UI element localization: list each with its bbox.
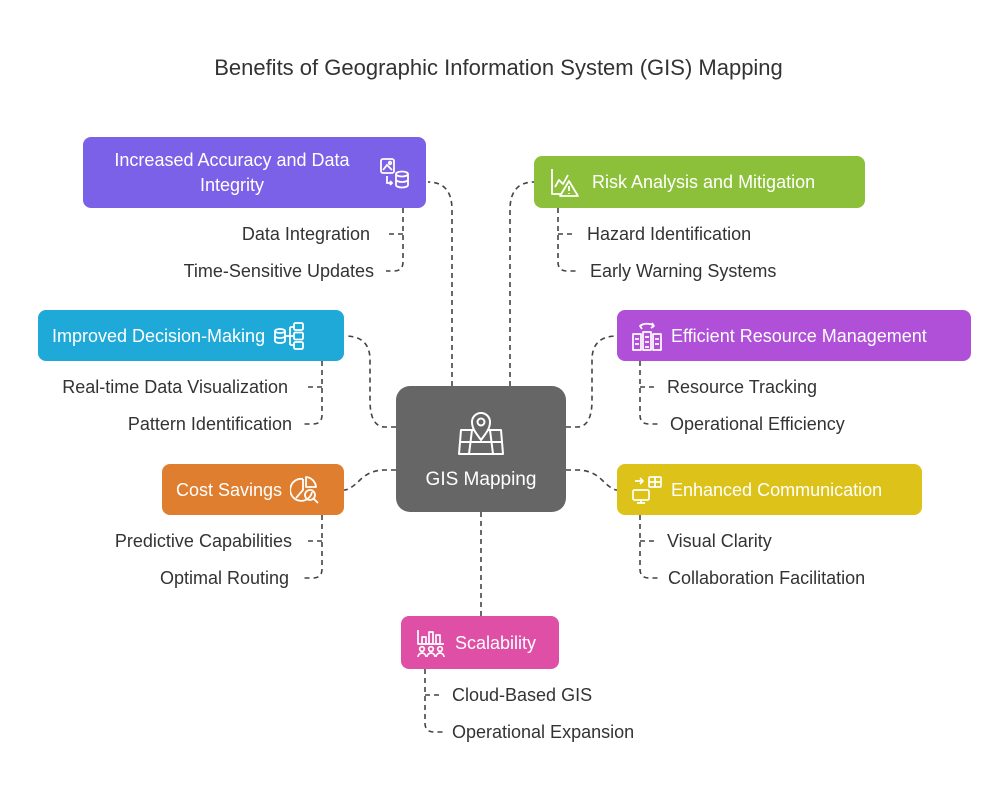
center-label: GIS Mapping [425,468,537,490]
sub-connector-decision [304,361,323,425]
buildings-cycle-icon [631,320,663,352]
sub-item-hazard-identification: Hazard Identification [587,224,752,244]
sub-connector-risk [557,208,576,272]
map-pin-icon [455,408,507,461]
branch-resource-label: Efficient Resource Management [671,325,927,346]
sub-item-operational-expansion: Operational Expansion [452,722,635,742]
branch-communication-label: Enhanced Communication [671,479,883,500]
connector-risk [509,181,535,386]
connector-resource [566,335,618,428]
branch-accuracy: Increased Accuracy and Data Integrity [83,137,426,208]
branch-risk-label: Risk Analysis and Mitigation [592,172,816,192]
branch-resource: Efficient Resource Management [617,310,971,361]
sub-item-visual-clarity: Visual Clarity [667,531,772,551]
sub-item-operational-efficiency: Operational Efficiency [670,414,845,434]
sub-item-optimal-routing: Optimal Routing [159,568,289,588]
sub-item-collaboration-facilitation: Collaboration Facilitation [668,568,866,588]
branch-communication: Enhanced Communication [617,464,922,515]
connector-cost [343,469,396,491]
branch-accuracy-label-line2: Integrity [199,174,265,195]
branch-cost: Cost Savings [162,464,344,515]
sub-item-real-time-data-visualization: Real-time Data Visualization [62,377,288,397]
sub-item-data-integration: Data Integration [241,224,370,244]
sub-item-predictive-capabilities: Predictive Capabilities [114,531,292,551]
center-node: GIS Mapping [396,386,566,512]
sub-item-resource-tracking: Resource Tracking [667,377,818,397]
sub-item-early-warning-systems: Early Warning Systems [590,261,777,281]
branch-cost-label: Cost Savings [176,479,283,500]
sub-item-cloud-based-gis: Cloud-Based GIS [452,685,593,705]
branch-accuracy-label-line1: Increased Accuracy and Data [114,149,350,170]
chart-people-icon [415,627,447,659]
image-database-icon [378,156,412,190]
sub-connector-scalability [424,669,443,733]
branch-risk: Risk Analysis and Mitigation [534,156,865,208]
sub-connector-accuracy [386,208,404,272]
branch-decision-label: Improved Decision-Making [52,325,266,346]
branch-decision: Improved Decision-Making [38,310,344,361]
sub-item-pattern-identification: Pattern Identification [127,414,292,434]
sub-connector-cost [304,515,323,579]
connector-accuracy [427,181,453,386]
connector-communication [566,469,618,491]
monitor-table-icon [631,475,663,505]
sub-connector-resource [639,361,658,425]
branch-scalability-label: Scalability [455,632,537,653]
chart-warning-icon [548,166,580,198]
database-flow-icon [273,321,307,351]
sub-item-time-sensitive-updates: Time-Sensitive Updates [183,261,374,281]
diagram-title: Benefits of Geographic Information Syste… [214,55,783,80]
branch-scalability: Scalability [401,616,559,669]
sub-connector-communication [639,515,658,579]
pie-search-icon [290,475,320,505]
connector-decision [344,335,396,428]
